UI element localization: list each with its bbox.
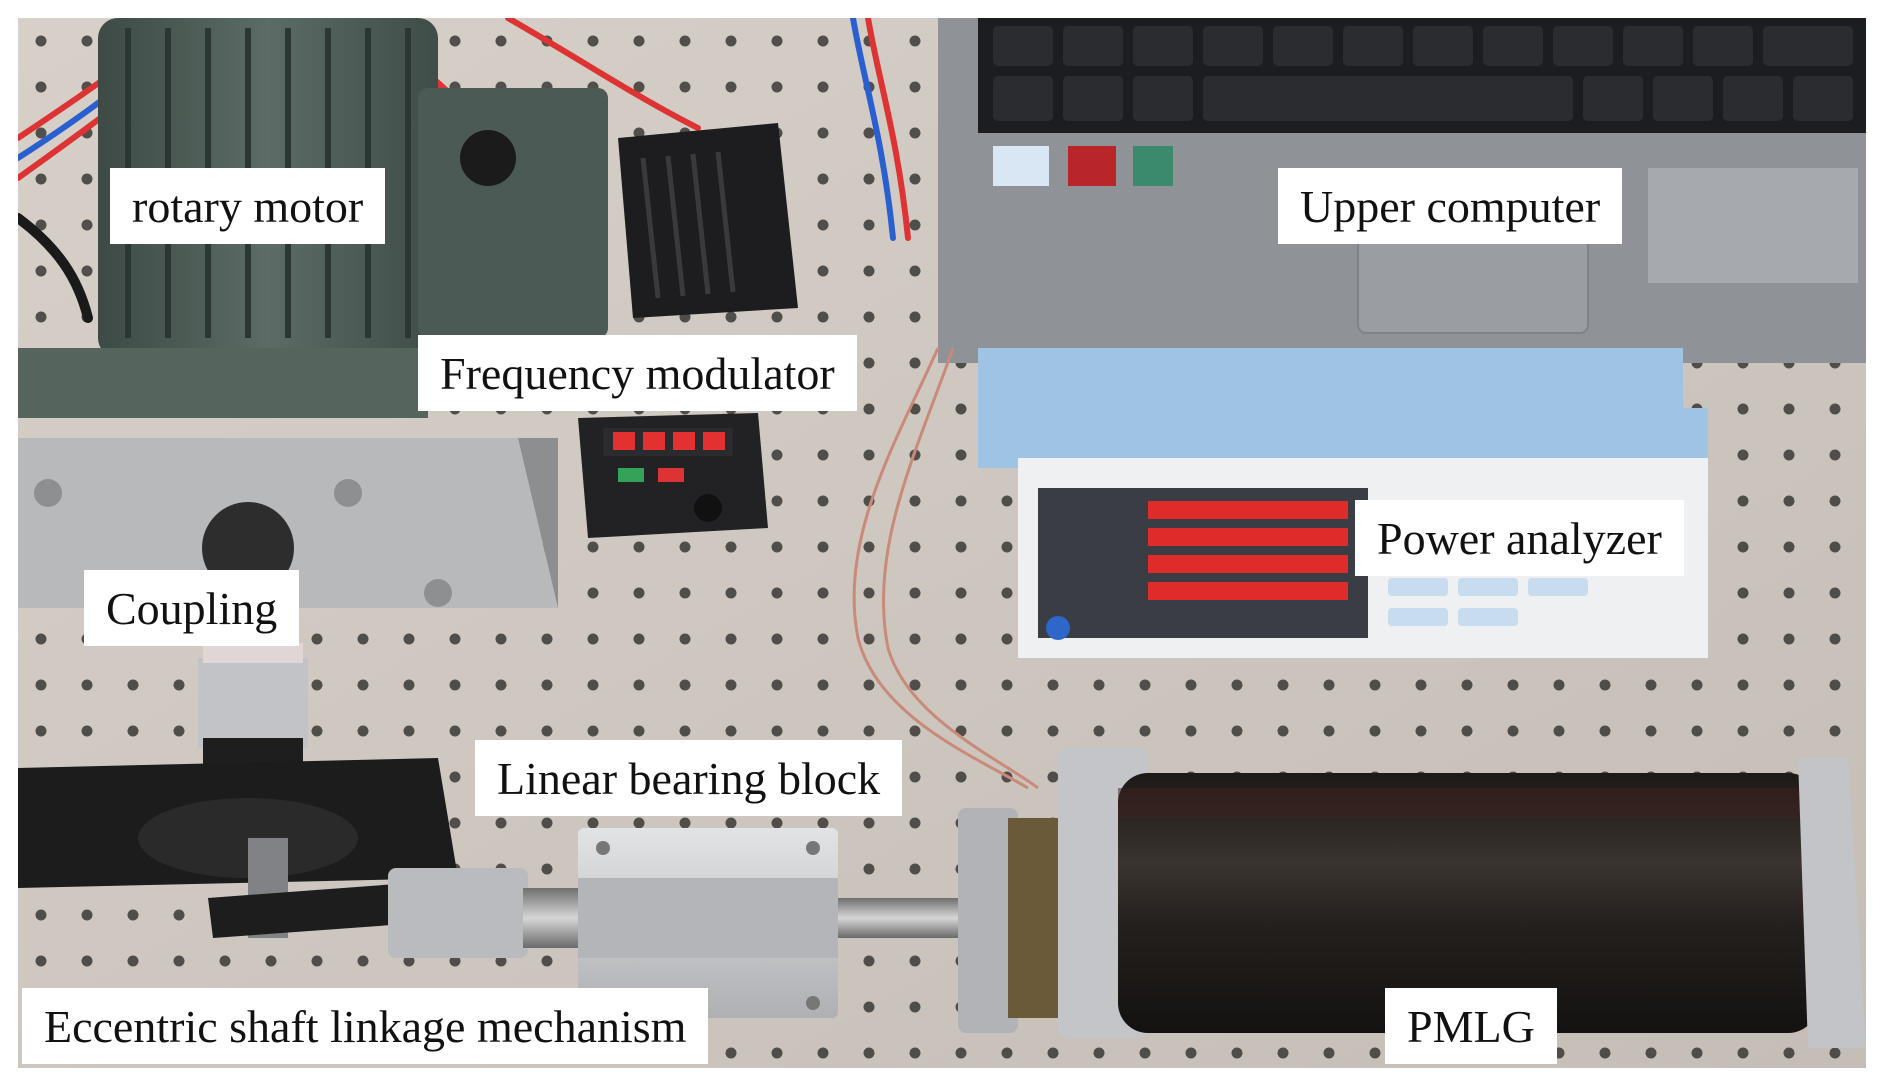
eccentric-shaft-linkage <box>18 758 583 958</box>
label-linear-bearing-block: Linear bearing block <box>475 740 903 816</box>
coupling-part <box>198 643 308 768</box>
label-rotary-motor: rotary motor <box>110 168 386 244</box>
power-analyzer-device <box>978 348 1708 658</box>
label-frequency-modulator: Frequency modulator <box>418 335 857 411</box>
sensor-wires <box>852 347 1039 790</box>
label-eccentric-shaft-linkage-mechanism: Eccentric shaft linkage mechanism <box>22 988 709 1064</box>
label-coupling: Coupling <box>84 570 300 646</box>
label-upper-computer: Upper computer <box>1278 168 1623 244</box>
linear-bearing-block-part <box>578 828 838 1018</box>
motor-flange-plate <box>18 438 558 608</box>
rotary-motor <box>18 18 608 418</box>
pmlg-generator <box>958 748 1866 1048</box>
linear-shaft <box>838 898 968 938</box>
frequency-modulator-device <box>578 123 798 538</box>
label-pmlg: PMLG <box>1385 988 1557 1064</box>
label-power-analyzer: Power analyzer <box>1355 500 1684 576</box>
